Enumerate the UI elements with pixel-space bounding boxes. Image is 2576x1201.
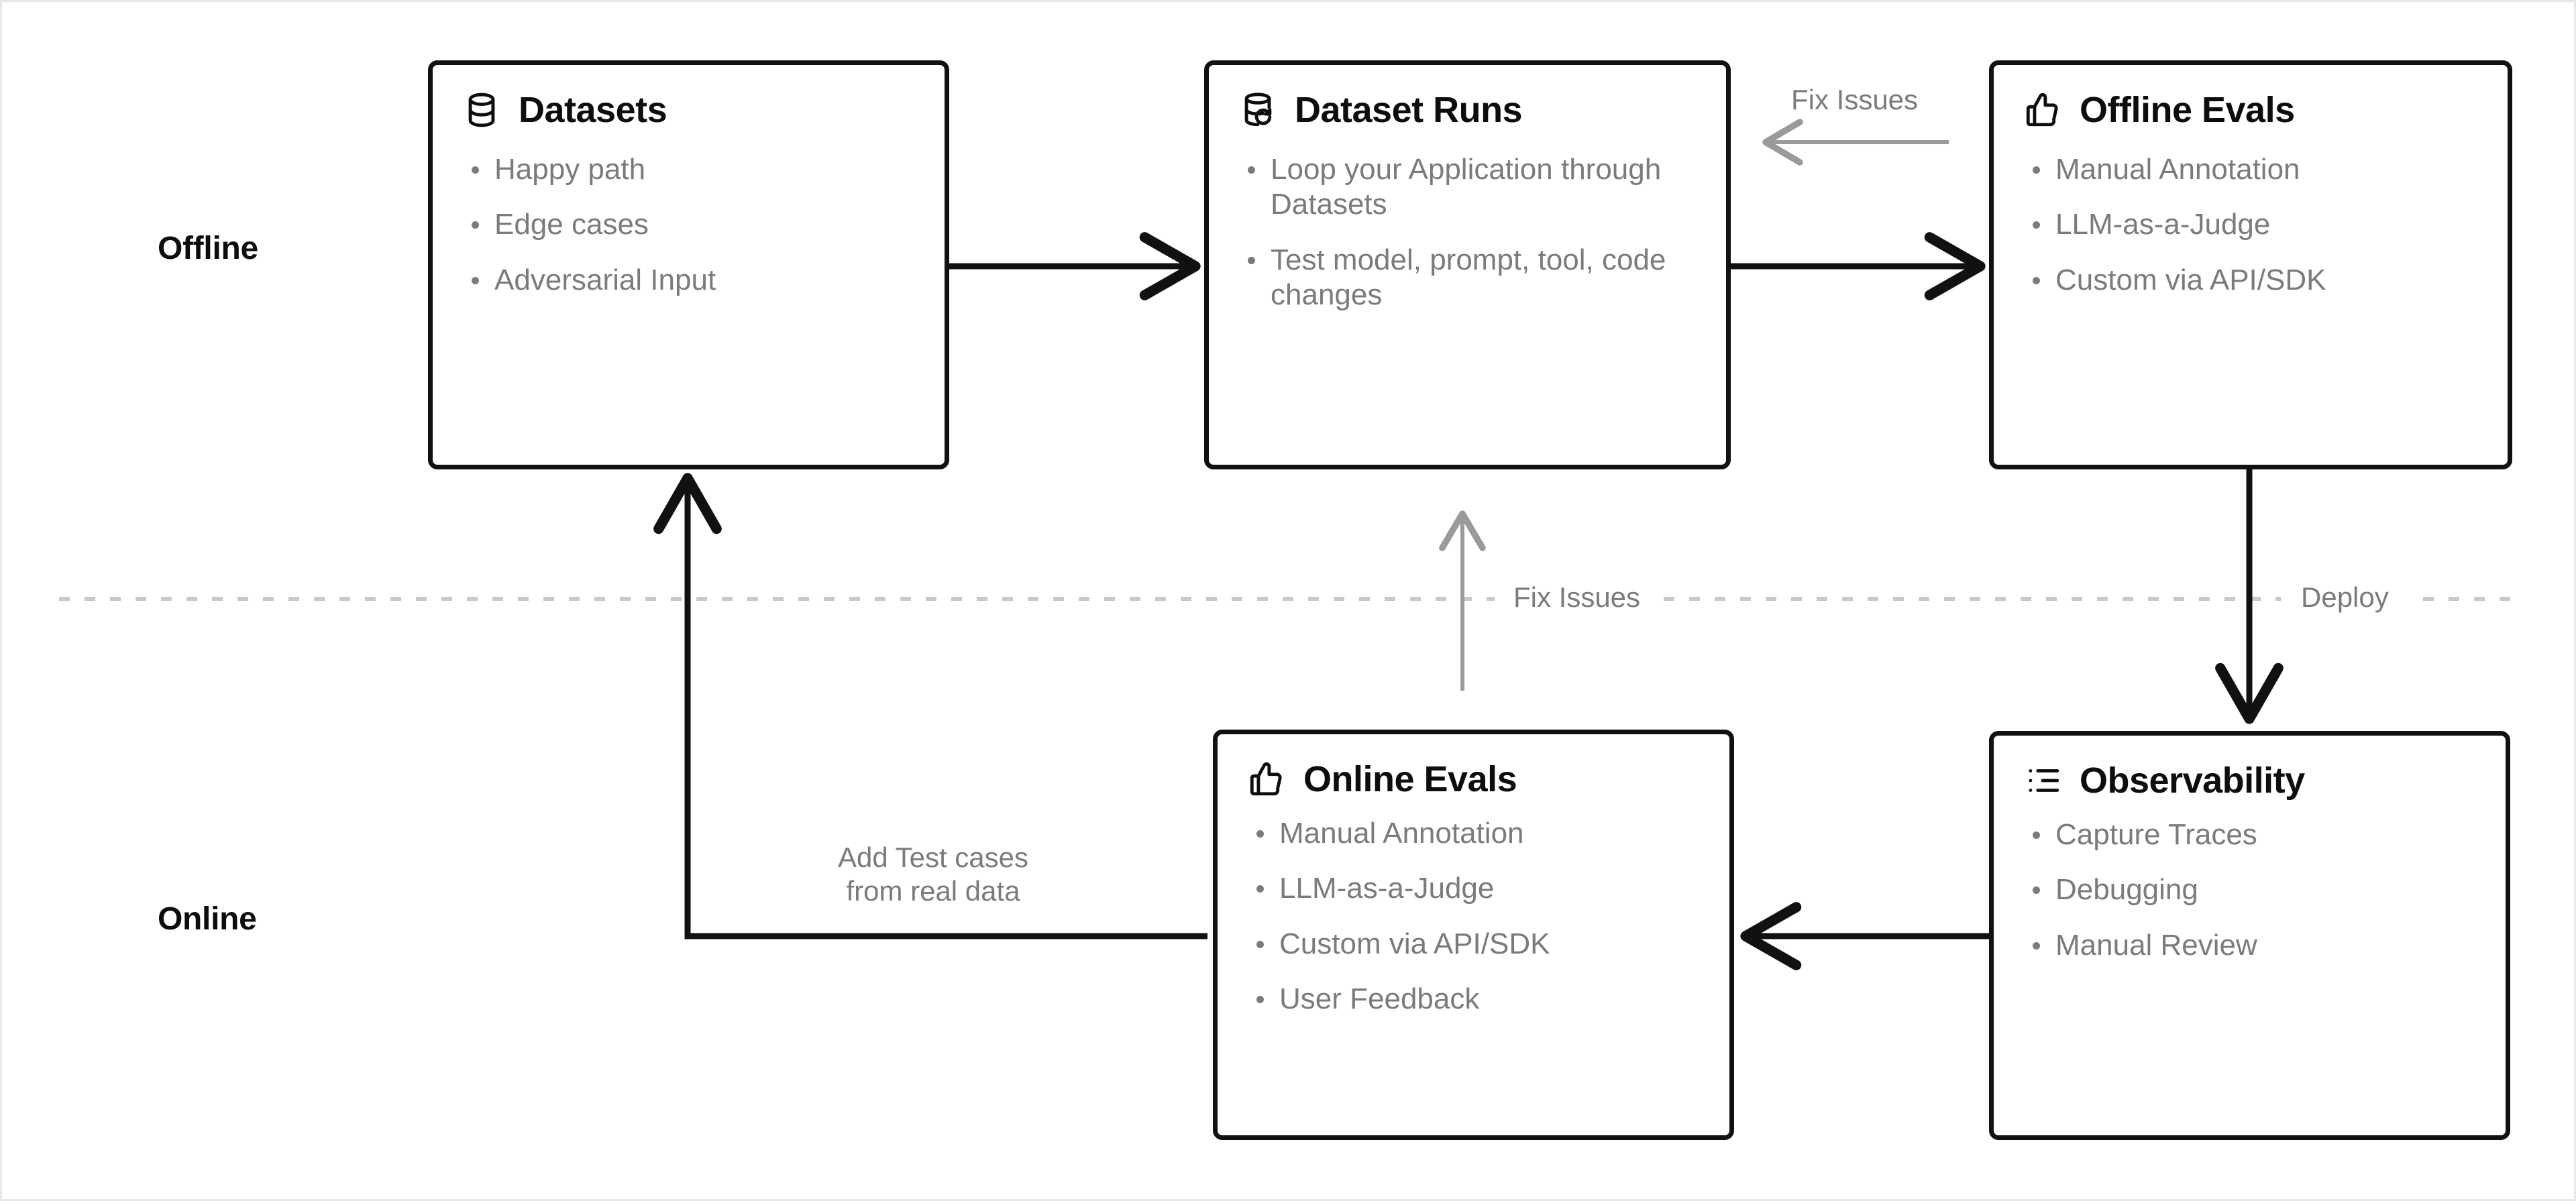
node-observability-title: Observability xyxy=(2080,760,2305,801)
list-item: LLM-as-a-Judge xyxy=(1247,871,1700,906)
node-online-evals[interactable]: Online Evals Manual Annotation LLM-as-a-… xyxy=(1213,730,1734,1140)
node-offline-evals[interactable]: Offline Evals Manual Annotation LLM-as-a… xyxy=(1989,60,2512,469)
node-observability[interactable]: Observability Capture Traces Debugging M… xyxy=(1989,731,2510,1140)
list-item: Test model, prompt, tool, code changes xyxy=(1238,243,1697,313)
node-offline-evals-bullets: Manual Annotation LLM-as-a-Judge Custom … xyxy=(2023,152,2478,298)
thumbs-up-icon xyxy=(2023,91,2062,129)
list-item: Debugging xyxy=(2023,872,2476,907)
edge-label-add-test-cases-line2: from real data xyxy=(846,874,1020,907)
node-dataset-runs-header: Dataset Runs xyxy=(1238,91,1697,129)
list-item: Custom via API/SDK xyxy=(1247,927,1700,962)
edge-label-fix-issues-middle: Fix Issues xyxy=(1503,581,1652,614)
list-item: Happy path xyxy=(462,152,915,187)
node-datasets[interactable]: Datasets Happy path Edge cases Adversari… xyxy=(428,60,949,469)
node-online-evals-header: Online Evals xyxy=(1247,760,1700,799)
node-dataset-runs[interactable]: Dataset Runs Loop your Application throu… xyxy=(1204,60,1731,469)
edge-label-add-test-cases-line1: Add Test cases xyxy=(837,842,1029,873)
node-offline-evals-header: Offline Evals xyxy=(2023,91,2478,129)
node-offline-evals-title: Offline Evals xyxy=(2080,89,2295,130)
list-item: LLM-as-a-Judge xyxy=(2023,207,2478,242)
edge-online-evals-to-datasets-add-cases xyxy=(653,473,1208,939)
thumbs-up-icon xyxy=(1247,760,1286,799)
node-online-evals-title: Online Evals xyxy=(1303,758,1517,799)
database-refresh-icon xyxy=(1238,91,1277,129)
node-datasets-bullets: Happy path Edge cases Adversarial Input xyxy=(462,152,915,298)
edge-label-deploy: Deploy xyxy=(2290,581,2400,614)
list-item: Adversarial Input xyxy=(462,263,915,298)
list-tree-icon xyxy=(2023,761,2062,800)
database-icon xyxy=(462,91,501,129)
list-item: Capture Traces xyxy=(2023,817,2476,852)
node-datasets-header: Datasets xyxy=(462,91,915,129)
list-item: Manual Annotation xyxy=(2023,152,2478,187)
list-item: Loop your Application through Datasets xyxy=(1238,152,1697,223)
list-item: Custom via API/SDK xyxy=(2023,263,2478,298)
list-item: Manual Annotation xyxy=(1247,816,1700,851)
node-datasets-title: Datasets xyxy=(519,89,667,130)
list-item: Manual Review xyxy=(2023,928,2476,963)
edge-label-fix-issues-top: Fix Issues xyxy=(1784,83,1925,117)
edge-label-add-test-cases: Add Test cases from real data xyxy=(812,841,1055,908)
row-label-online: Online xyxy=(158,901,257,937)
node-online-evals-bullets: Manual Annotation LLM-as-a-Judge Custom … xyxy=(1247,816,1700,1017)
node-observability-header: Observability xyxy=(2023,761,2476,800)
node-dataset-runs-bullets: Loop your Application through Datasets T… xyxy=(1238,152,1697,312)
row-label-offline: Offline xyxy=(158,231,258,266)
node-observability-bullets: Capture Traces Debugging Manual Review xyxy=(2023,817,2476,963)
node-dataset-runs-title: Dataset Runs xyxy=(1295,89,1523,130)
list-item: User Feedback xyxy=(1247,982,1700,1017)
list-item: Edge cases xyxy=(462,207,915,242)
